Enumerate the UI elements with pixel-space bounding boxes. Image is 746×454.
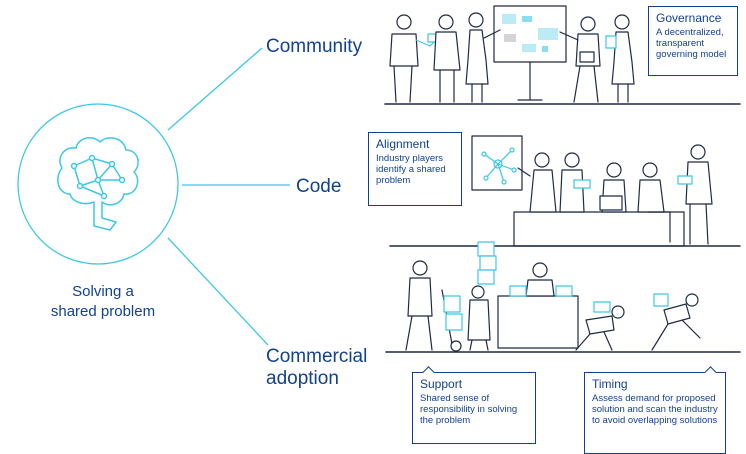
callout-support-title: Support [420, 377, 463, 391]
community-scene [384, 5, 741, 105]
callout-governance-title: Governance [656, 11, 722, 25]
callout-alignment-body: Industry players identify a shared probl… [376, 153, 446, 186]
branch-label-commercial-line1: Commercial [266, 346, 368, 367]
branch-label-commercial-line2: adoption [266, 368, 339, 389]
hub-label-line1: Solving a [72, 283, 134, 300]
callout-governance: Governance A decentralized, transparent … [648, 6, 738, 76]
callout-timing-title: Timing [592, 377, 628, 391]
whiteboard [493, 5, 567, 63]
callout-timing-body: Assess demand for proposed solution and … [592, 393, 718, 426]
branch-label-code: Code [296, 176, 342, 197]
code-scene [389, 135, 741, 247]
connector-community [167, 47, 263, 131]
hub-label: Solving a shared problem [38, 282, 168, 322]
hub-connectors [167, 47, 290, 346]
hub-label-line2: shared problem [50, 303, 156, 320]
hub-circle [17, 103, 179, 265]
commercial-scene [385, 241, 741, 353]
conference-table [513, 211, 685, 247]
callout-alignment: Alignment Industry players identify a sh… [368, 132, 462, 206]
callout-support-body: Shared sense of responsibility in solvin… [420, 393, 518, 426]
hub [17, 103, 179, 265]
callout-governance-body: A decentralized, transparent governing m… [656, 27, 727, 60]
brain-network-icon [57, 137, 139, 231]
branch-label-community: Community [266, 36, 363, 57]
callout-alignment-title: Alignment [376, 137, 430, 151]
callout-timing: Timing Assess demand for proposed soluti… [584, 372, 726, 454]
connector-commercial [167, 237, 269, 346]
counter [497, 295, 579, 349]
callout-support: Support Shared sense of responsibility i… [412, 372, 536, 444]
branch-label-commercial-adoption: Commercial adoption [266, 346, 367, 390]
